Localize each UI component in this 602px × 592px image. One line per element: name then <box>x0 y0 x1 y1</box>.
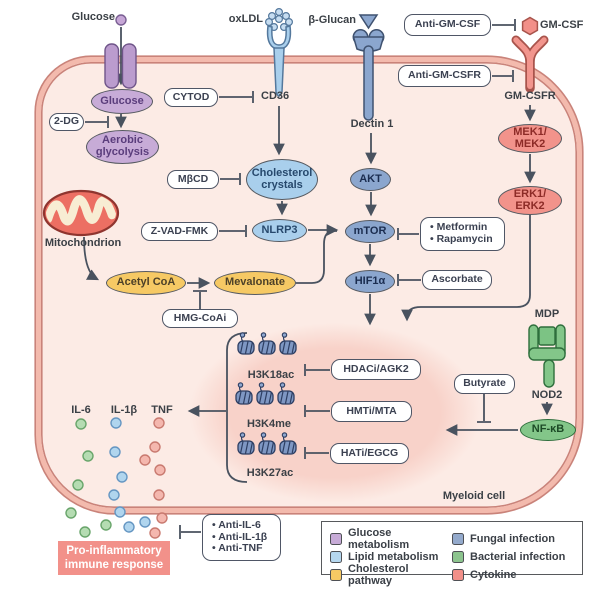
label-dectin1: Dectin 1 <box>350 118 394 130</box>
label-h3k18ac: H3K18ac <box>247 369 295 381</box>
legend-item-lipid-metabolism: Lipid metabolism <box>330 551 452 563</box>
legend-item-bacterial-infection: Bacterial infection <box>452 551 574 563</box>
cytokine-dots <box>65 417 168 539</box>
node-nfkb: NF-κB <box>520 419 576 441</box>
legend-swatch-glucose-metabolism <box>330 533 342 545</box>
legend-swatch-cholesterol-pathway <box>330 569 342 581</box>
histone-h3k27ac-icon <box>237 432 297 455</box>
glucose-ligand-icon <box>115 14 127 26</box>
histone-bracket <box>226 332 248 483</box>
label-nod2: NOD2 <box>531 389 563 401</box>
mitochondrion-icon <box>42 189 120 237</box>
inhibitor-anti-gmcsfr: Anti-GM-CSFR <box>398 65 491 87</box>
inhibitor-anti-gmcsf: Anti-GM-CSF <box>404 14 491 36</box>
beta-glucan-ligand-icon <box>358 14 379 30</box>
inhibitor-2dg: 2-DG <box>49 113 84 131</box>
inhibition-lines <box>85 19 516 539</box>
inhibitor-butyrate: Butyrate <box>454 374 515 394</box>
inhibitor-metformin-rapamycin: Metformin Rapamycin <box>420 217 505 251</box>
gmcsfr-receptor-icon <box>511 35 549 93</box>
node-mevalonate: Mevalonate <box>214 271 296 295</box>
label-h3k4me: H3K4me <box>246 418 292 430</box>
histone-h3k4me-icon <box>235 382 295 405</box>
label-myeloid-cell: Myeloid cell <box>442 490 506 502</box>
legend-swatch-fungal-infection <box>452 533 464 545</box>
legend-item-cholesterol-pathway: Cholesterol pathway <box>330 563 452 587</box>
node-nlrp3: NLRP3 <box>252 219 307 242</box>
label-gmcsfr: GM-CSFR <box>504 90 556 102</box>
inhibitor-cytod: CYTOD <box>164 88 218 107</box>
legend-item-fungal-infection: Fungal infection <box>452 533 574 545</box>
legend-item-glucose-metabolism: Glucose metabolism <box>330 527 452 551</box>
label-oxldl: oxLDL <box>228 13 263 25</box>
label-gmcsf: GM-CSF <box>540 19 584 31</box>
node-glucose-internal: Glucose <box>91 89 153 114</box>
node-hif1a: HIF1α <box>345 270 395 293</box>
label-beta-glucan: β-Glucan <box>308 14 356 26</box>
nod2-receptor-icon <box>528 324 566 388</box>
inhibitor-hdaci-agk2: HDACi/AGK2 <box>331 359 421 380</box>
histone-h3k18ac-icon <box>237 332 297 355</box>
legend-item-cytokine: Cytokine <box>452 569 574 581</box>
inhibitor-zvadfmk: Z-VAD-FMK <box>141 222 218 241</box>
inhibitor-ascorbate: Ascorbate <box>422 270 492 290</box>
node-erk: ERK1/ ERK2 <box>498 186 562 215</box>
dectin1-receptor-icon <box>352 29 385 121</box>
label-cd36: CD36 <box>261 90 290 102</box>
inhibitor-anti-cytokines: Anti-IL-6 Anti-IL-1β Anti-TNF <box>202 514 281 561</box>
oxldl-particle-icon <box>265 8 294 32</box>
inhibitor-hmti-mta: HMTi/MTA <box>331 401 412 422</box>
legend: Glucose metabolism Lipid metabolism Chol… <box>321 521 583 587</box>
node-mek: MEK1/ MEK2 <box>498 124 562 153</box>
glucose-transporter-icon <box>104 43 137 89</box>
label-il6: IL-6 <box>71 404 91 416</box>
inhibitor-mbcd: MβCD <box>167 170 219 189</box>
legend-swatch-cytokine <box>452 569 464 581</box>
label-il1b: IL-1β <box>110 404 138 416</box>
pro-inflammatory-response-box: Pro-inflammatory immune response <box>58 541 170 575</box>
label-h3k27ac: H3K27ac <box>246 467 294 479</box>
pathway-arrows <box>83 27 553 436</box>
node-acetyl-coa: Acetyl CoA <box>106 271 186 295</box>
inhibitor-hati-egcg: HATi/EGCG <box>330 443 409 464</box>
cd36-receptor-icon <box>266 25 292 97</box>
node-mtor: mTOR <box>345 220 395 243</box>
gmcsf-ligand-icon <box>521 16 539 36</box>
label-mitochondrion: Mitochondrion <box>44 237 122 249</box>
label-mdp: MDP <box>534 308 560 320</box>
node-cholesterol-crystals: Cholesterol crystals <box>246 159 318 200</box>
legend-swatch-bacterial-infection <box>452 551 464 563</box>
label-glucose-extracellular: Glucose <box>71 11 115 23</box>
legend-swatch-lipid-metabolism <box>330 551 342 563</box>
label-tnf: TNF <box>151 404 173 416</box>
node-aerobic-glycolysis: Aerobic glycolysis <box>86 130 159 164</box>
inhibitor-hmgcoai: HMG-CoAi <box>162 309 238 328</box>
node-akt: AKT <box>350 168 391 191</box>
